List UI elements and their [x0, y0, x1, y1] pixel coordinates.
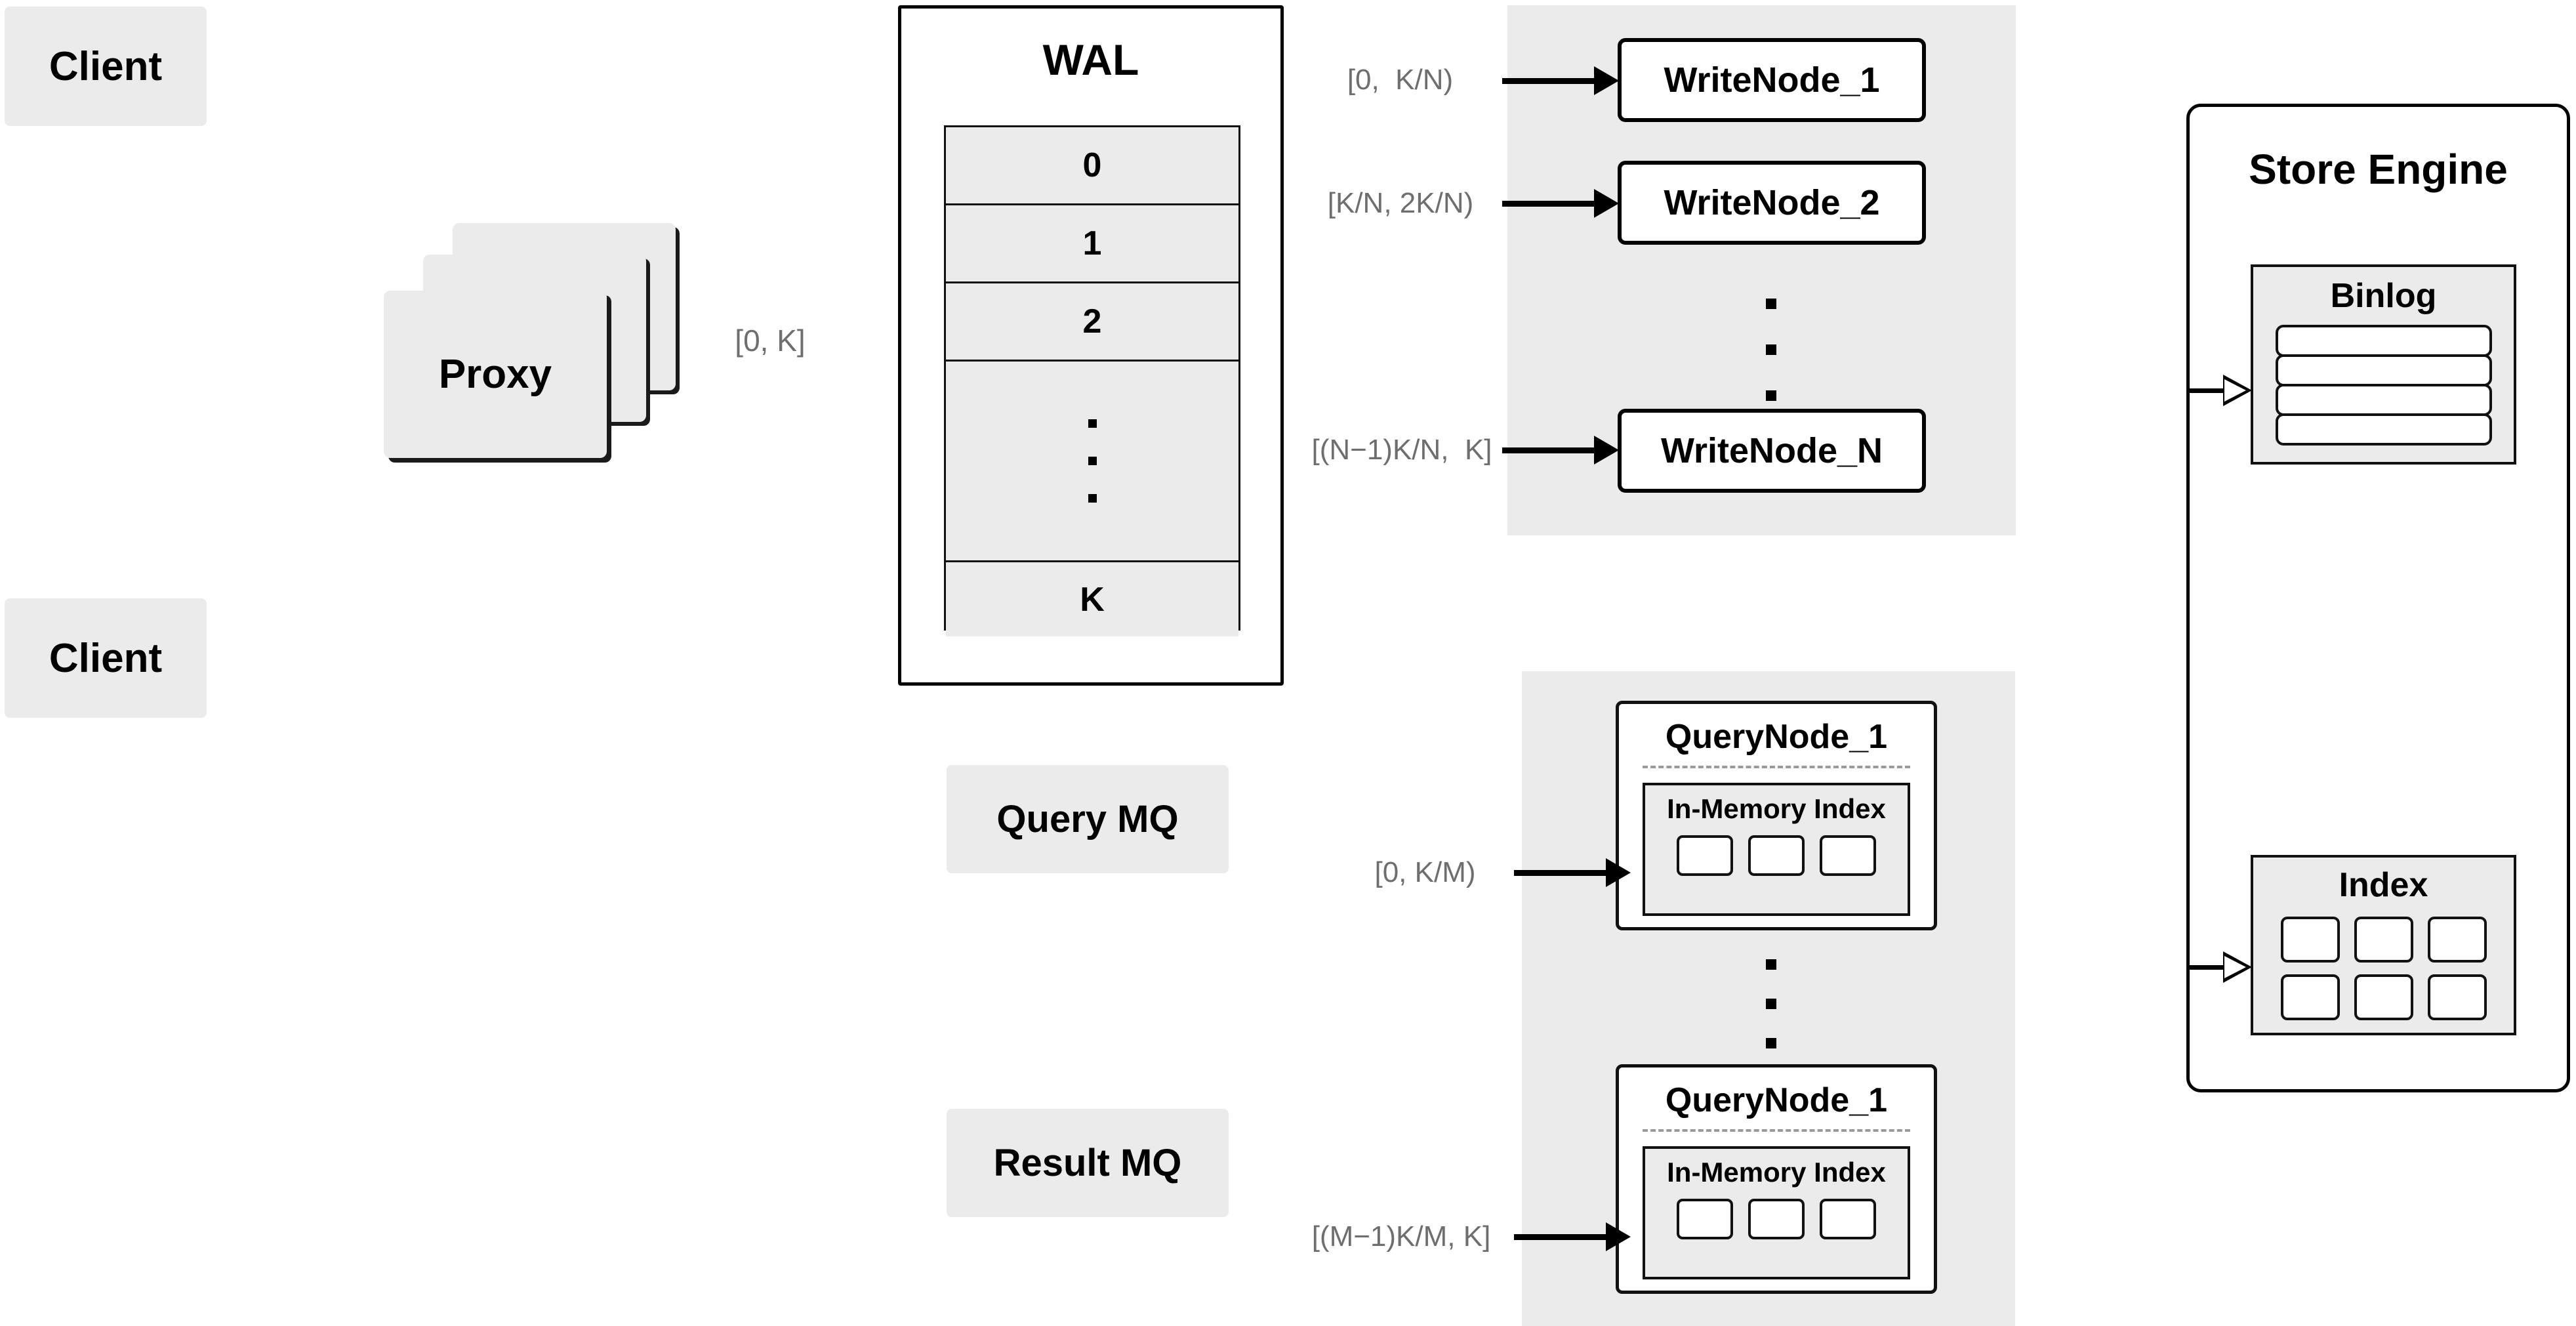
store-engine-title: Store Engine	[2249, 146, 2508, 193]
index-cell[interactable]	[2280, 917, 2340, 963]
arrow-write-n	[1502, 436, 1620, 465]
write-node-1[interactable]: WriteNode_1	[1618, 38, 1926, 122]
binlog-row[interactable]	[2275, 413, 2492, 445]
edge-label-text: [0, K/N)	[1347, 64, 1454, 96]
in-memory-index-box-1: In-Memory Index	[1643, 783, 1910, 916]
write-node-label: WriteNode_2	[1664, 183, 1880, 222]
index-cell[interactable]	[1748, 1199, 1805, 1239]
wal-row[interactable]: 1	[946, 205, 1238, 283]
wal-title: WAL	[1042, 35, 1139, 84]
edge-label-query-m: [(M−1)K/M, K]	[1312, 1217, 1490, 1256]
write-node-label: WriteNode_1	[1664, 60, 1880, 100]
in-memory-index-box-2: In-Memory Index	[1643, 1146, 1910, 1279]
index-cell[interactable]	[1748, 835, 1805, 876]
binlog-panel: Binlog	[2251, 264, 2516, 465]
index-title: Index	[2339, 866, 2428, 904]
index-cell[interactable]	[2427, 974, 2487, 1020]
arrow-query-1	[1514, 858, 1632, 887]
wal-row-label: 2	[1082, 302, 1102, 341]
query-node-1[interactable]: QueryNode_1 In-Memory Index	[1616, 701, 1937, 930]
query-mq-label: Query MQ	[996, 798, 1179, 840]
write-node-2[interactable]: WriteNode_2	[1618, 161, 1926, 245]
write-node-vertical-ellipsis-icon	[1766, 281, 1776, 419]
wal-row-label: K	[1080, 580, 1105, 619]
in-memory-index-cells	[1677, 1199, 1876, 1239]
index-cell[interactable]	[2427, 917, 2487, 963]
query-node-title: QueryNode_1	[1665, 1081, 1888, 1119]
edge-label-text: [K/N, 2K/N)	[1327, 187, 1474, 219]
index-cell[interactable]	[1677, 1199, 1733, 1239]
binlog-row[interactable]	[2275, 354, 2492, 386]
query-node-vertical-ellipsis-icon	[1766, 945, 1776, 1063]
index-panel: Index	[2251, 855, 2516, 1035]
in-memory-index-cells	[1677, 835, 1876, 876]
binlog-row[interactable]	[2275, 384, 2492, 416]
client-label: Client	[49, 43, 163, 89]
edge-label-write-2: [K/N, 2K/N)	[1328, 184, 1473, 223]
wal-row-ellipsis	[946, 362, 1238, 562]
wal-row[interactable]: K	[946, 562, 1238, 636]
query-node-2[interactable]: QueryNode_1 In-Memory Index	[1616, 1064, 1937, 1294]
arrow-write-1	[1502, 66, 1620, 95]
index-cell[interactable]	[1677, 835, 1733, 876]
binlog-row[interactable]	[2275, 325, 2492, 357]
client-label: Client	[49, 635, 163, 681]
arrow-to-index	[2189, 951, 2268, 983]
binlog-title: Binlog	[2330, 277, 2437, 315]
index-cell[interactable]	[2280, 974, 2340, 1020]
edge-label-text: [(M−1)K/M, K]	[1311, 1220, 1491, 1253]
index-cell[interactable]	[2354, 974, 2413, 1020]
edge-label-query-1: [0, K/M)	[1374, 853, 1476, 892]
write-node-label: WriteNode_N	[1660, 431, 1883, 470]
wal-row[interactable]: 0	[946, 127, 1238, 205]
index-cells-grid	[2280, 917, 2487, 1020]
binlog-rows	[2275, 325, 2492, 445]
arrow-write-2	[1502, 189, 1620, 218]
wal-panel: WAL 0 1 2 K	[898, 5, 1284, 686]
arrow-to-binlog	[2189, 375, 2268, 406]
query-node-divider	[1643, 1129, 1910, 1132]
client-box-1[interactable]: Client	[5, 7, 207, 126]
index-cell[interactable]	[1820, 1199, 1876, 1239]
store-engine-panel: Store Engine Binlog Index	[2186, 104, 2570, 1092]
wal-row-label: 0	[1082, 146, 1102, 184]
wal-row-label: 1	[1082, 224, 1102, 262]
edge-label-proxy-to-wal: [0, K]	[728, 320, 812, 361]
vertical-ellipsis-icon	[1088, 405, 1097, 517]
edge-label-write-1: [0, K/N)	[1339, 60, 1461, 100]
write-node-n[interactable]: WriteNode_N	[1618, 409, 1926, 493]
in-memory-index-title: In-Memory Index	[1667, 1157, 1886, 1188]
edge-label-text: [(N−1)K/N, K]	[1311, 434, 1492, 466]
wal-table: 0 1 2 K	[944, 125, 1240, 636]
arrow-query-m	[1514, 1222, 1632, 1251]
wal-row[interactable]: 2	[946, 283, 1238, 362]
query-node-divider	[1643, 766, 1910, 768]
result-mq-box[interactable]: Result MQ	[947, 1109, 1229, 1217]
proxy-box[interactable]: Proxy	[384, 291, 607, 458]
edge-label-write-n: [(N−1)K/N, K]	[1311, 430, 1492, 470]
query-node-title: QueryNode_1	[1665, 718, 1888, 756]
index-cell[interactable]	[1820, 835, 1876, 876]
edge-label-text: [0, K/M)	[1374, 856, 1476, 888]
result-mq-label: Result MQ	[993, 1142, 1182, 1184]
index-cell[interactable]	[2354, 917, 2413, 963]
client-box-2[interactable]: Client	[5, 598, 207, 718]
edge-label-text: [0, K]	[735, 323, 806, 358]
proxy-label: Proxy	[438, 352, 552, 397]
in-memory-index-title: In-Memory Index	[1667, 793, 1886, 824]
query-mq-box[interactable]: Query MQ	[947, 765, 1229, 873]
